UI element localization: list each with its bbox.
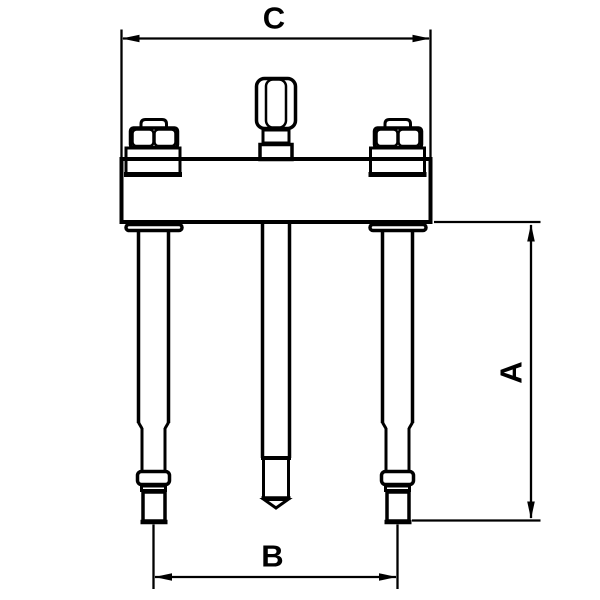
right-nut: [368, 118, 427, 177]
right-leg: [368, 222, 428, 525]
arrowhead-down-icon: [527, 501, 535, 519]
dimension-b-label: B: [261, 539, 283, 574]
spindle-shaft: [259, 223, 293, 510]
crossbar: [119, 157, 433, 224]
arrowhead-left-icon: [122, 34, 140, 43]
dimension-c-label: C: [263, 1, 285, 36]
arrowhead-left-icon: [154, 573, 172, 581]
arrowhead-up-icon: [527, 224, 535, 242]
left-leg: [124, 222, 184, 525]
dimension-b: B: [152, 524, 399, 589]
dimension-a-label: A: [494, 361, 529, 383]
spindle-point: [259, 498, 293, 510]
dimension-a: A: [412, 220, 541, 522]
dimension-c: C: [120, 1, 432, 157]
arrowhead-right-icon: [412, 34, 430, 43]
left-nut: [124, 118, 182, 177]
arrowhead-right-icon: [379, 573, 397, 581]
